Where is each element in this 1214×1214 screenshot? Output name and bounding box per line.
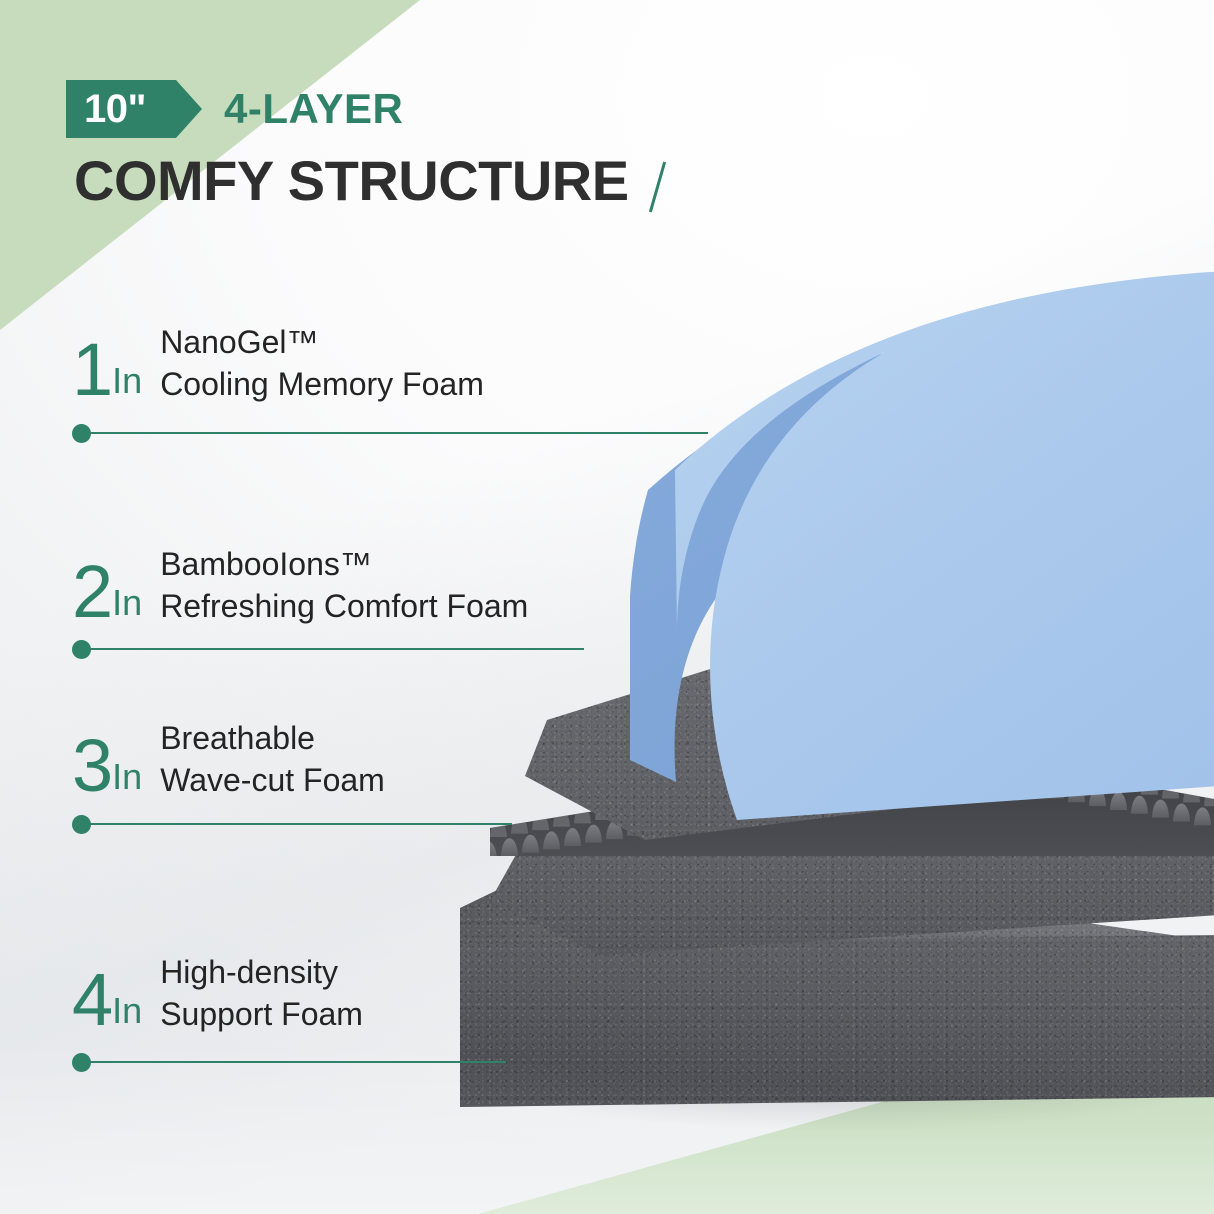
layer-number-1: 1 xyxy=(72,327,113,411)
layer-desc-line2-4: Support Foam xyxy=(160,995,363,1032)
layer-unit-2: In xyxy=(112,582,143,624)
layer-unit-1: In xyxy=(112,360,143,402)
leader-line-3 xyxy=(72,814,512,834)
callout-text-1: 1 In NanoGel™ Cooling Memory Foam xyxy=(72,322,484,411)
layer-desc-line2-2: Refreshing Comfort Foam xyxy=(160,587,529,624)
size-badge-label: 10" xyxy=(84,87,146,131)
leader-line-2 xyxy=(72,639,584,659)
layer-desc-line2-1: Cooling Memory Foam xyxy=(160,365,484,402)
leader-dot-3 xyxy=(72,814,91,834)
cooling-gel-edge-face xyxy=(630,298,1214,782)
layer-unit-3: In xyxy=(112,756,143,798)
layer-number-4: 4 xyxy=(72,957,113,1041)
title-slash-icon xyxy=(645,155,671,211)
leader-dot-4 xyxy=(72,1052,91,1072)
layer-count-label: 4-LAYER xyxy=(224,85,404,132)
leader-line-1 xyxy=(72,423,708,443)
support-foam-front-face xyxy=(460,935,1214,1107)
page-title-row: COMFY STRUCTURE xyxy=(74,149,671,212)
layer-description-2: BambooIons™ Refreshing Comfort Foam xyxy=(160,544,528,627)
leader-stroke-1 xyxy=(89,432,708,434)
layer-desc-line1-3: Breathable xyxy=(160,720,315,756)
badge-row: 10" 4-LAYER xyxy=(66,80,403,138)
layer-unit-4: In xyxy=(112,990,143,1032)
layer-description-3: Breathable Wave-cut Foam xyxy=(160,718,385,801)
leader-dot-1 xyxy=(72,423,91,443)
callout-text-2: 2 In BambooIons™ Refreshing Comfort Foam xyxy=(72,544,528,633)
layer-number-2: 2 xyxy=(72,549,113,633)
callout-text-3: 3 In Breathable Wave-cut Foam xyxy=(72,718,385,807)
cooling-gel-top-face xyxy=(675,271,1214,820)
leader-stroke-3 xyxy=(89,823,512,825)
layer-desc-line2-3: Wave-cut Foam xyxy=(160,761,385,798)
leader-stroke-2 xyxy=(89,648,584,650)
layer-description-1: NanoGel™ Cooling Memory Foam xyxy=(160,322,484,405)
size-badge: 10" xyxy=(66,80,202,138)
foam-stack-illustration xyxy=(430,250,1214,1130)
leader-line-4 xyxy=(72,1052,506,1072)
layer-desc-line1-4: High-density xyxy=(160,954,339,990)
leader-dot-2 xyxy=(72,639,91,659)
layer-description-4: High-density Support Foam xyxy=(160,952,363,1035)
layer-number-3: 3 xyxy=(72,723,113,807)
page-title: COMFY STRUCTURE xyxy=(74,149,629,212)
callout-text-4: 4 In High-density Support Foam xyxy=(72,952,363,1041)
leader-stroke-4 xyxy=(89,1061,506,1063)
layer-desc-line1-2: BambooIons™ xyxy=(160,546,372,582)
layer-desc-line1-1: NanoGel™ xyxy=(160,324,319,360)
